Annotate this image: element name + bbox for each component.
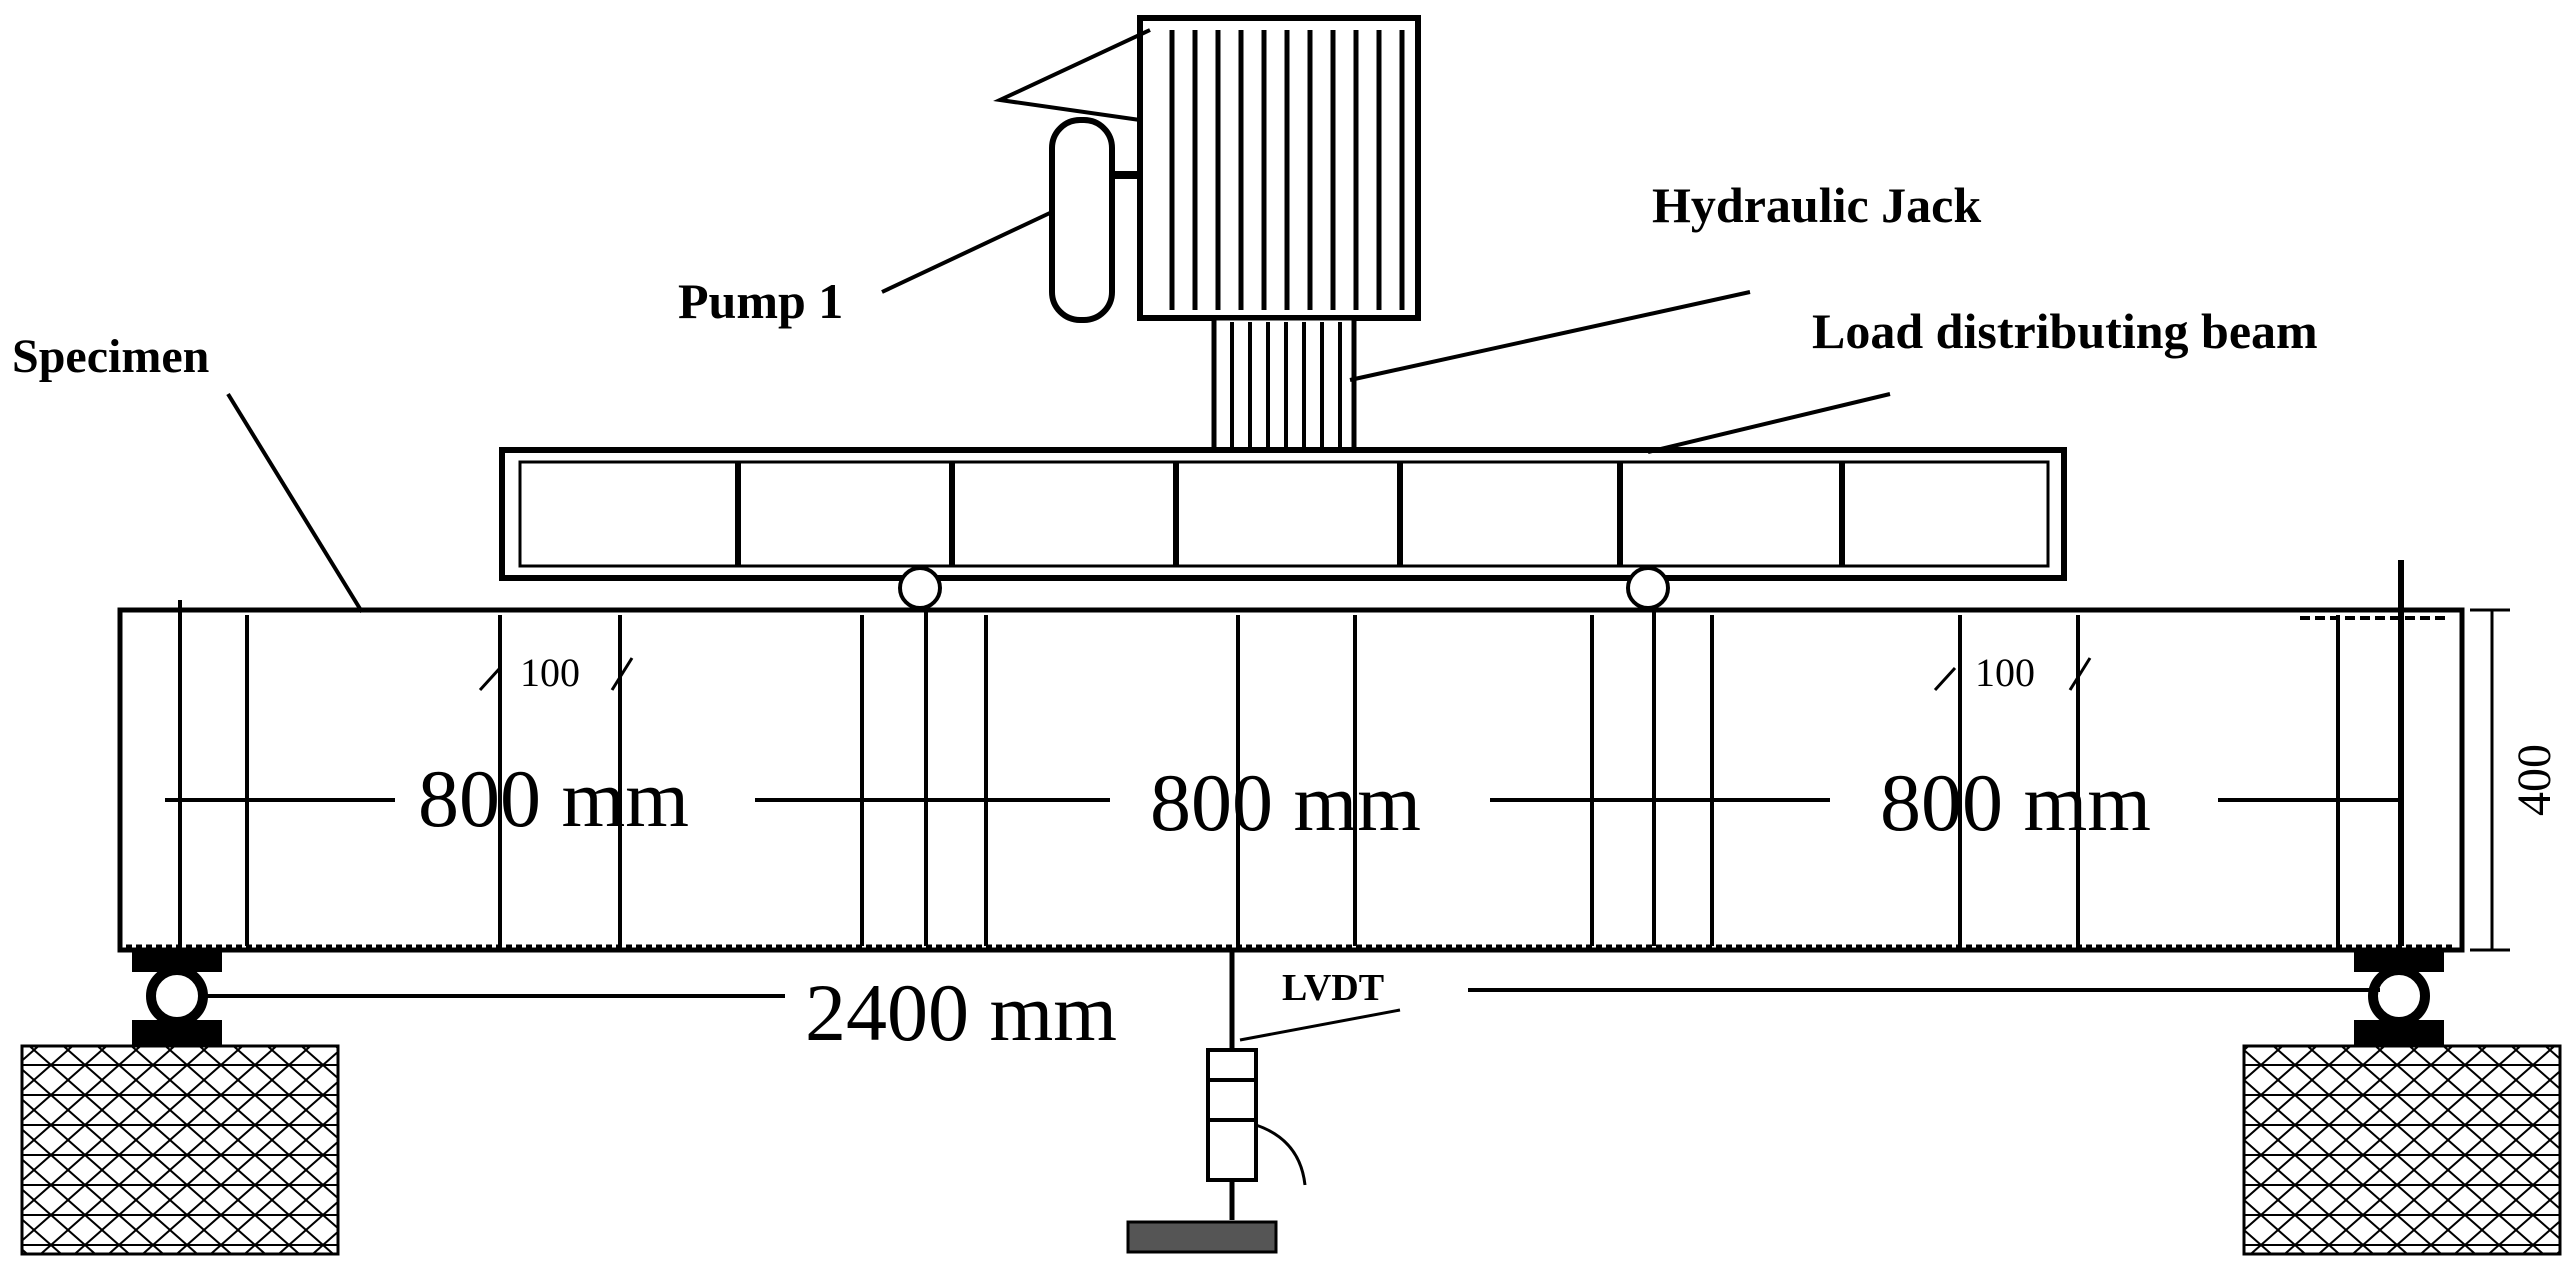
jack-fins xyxy=(1169,30,1405,310)
jack-cylinder-body xyxy=(1137,15,1421,321)
support-right xyxy=(2242,950,2562,1256)
jack-label: Hydraulic Jack xyxy=(1652,177,1981,233)
total-span-dimension xyxy=(205,988,2380,998)
jack-leader xyxy=(1349,290,1751,382)
support-roller-right xyxy=(2368,965,2430,1027)
support-roller-left xyxy=(146,965,208,1027)
pump-label: Pump 1 xyxy=(678,273,843,329)
span-label-left: 800 mm xyxy=(418,753,689,844)
pump-leader xyxy=(881,210,1053,294)
specimen-label: Specimen xyxy=(12,330,209,383)
stirrup-spacing-left: 100 xyxy=(478,650,634,695)
pump-1-body xyxy=(1049,117,1115,323)
load-roller-left xyxy=(898,566,942,610)
lvdt-label: LVDT xyxy=(1282,967,1384,1009)
specimen-beam xyxy=(117,560,2465,953)
depth-dimension: 400 xyxy=(2470,608,2561,952)
depth-label: 400 xyxy=(2508,744,2561,816)
pump-hose xyxy=(993,28,1151,122)
total-span-label: 2400 mm xyxy=(805,967,1117,1058)
span-label-right: 800 mm xyxy=(1880,757,2151,848)
lvdt-sensor: LVDT xyxy=(1126,950,1401,1254)
stirrups xyxy=(178,560,2404,950)
distributing-beam-label: Load distributing beam xyxy=(1812,303,2318,359)
load-distributing-beam xyxy=(499,447,2067,581)
specimen-leader xyxy=(226,392,364,614)
spacing-label-left: 100 xyxy=(520,650,580,695)
load-roller-right xyxy=(1626,566,1670,610)
support-left xyxy=(20,950,340,1256)
lvdt-base xyxy=(1126,1220,1278,1254)
beam-leader xyxy=(1647,392,1891,454)
support-pedestal-left xyxy=(20,1044,340,1256)
span-label-middle: 800 mm xyxy=(1150,757,1421,848)
leader-lines xyxy=(226,210,1891,614)
pump-assembly xyxy=(993,15,1421,453)
spacing-label-right: 100 xyxy=(1975,650,2035,695)
support-pedestal-right xyxy=(2242,1044,2562,1256)
stirrup-spacing-right: 100 xyxy=(1933,650,2092,695)
